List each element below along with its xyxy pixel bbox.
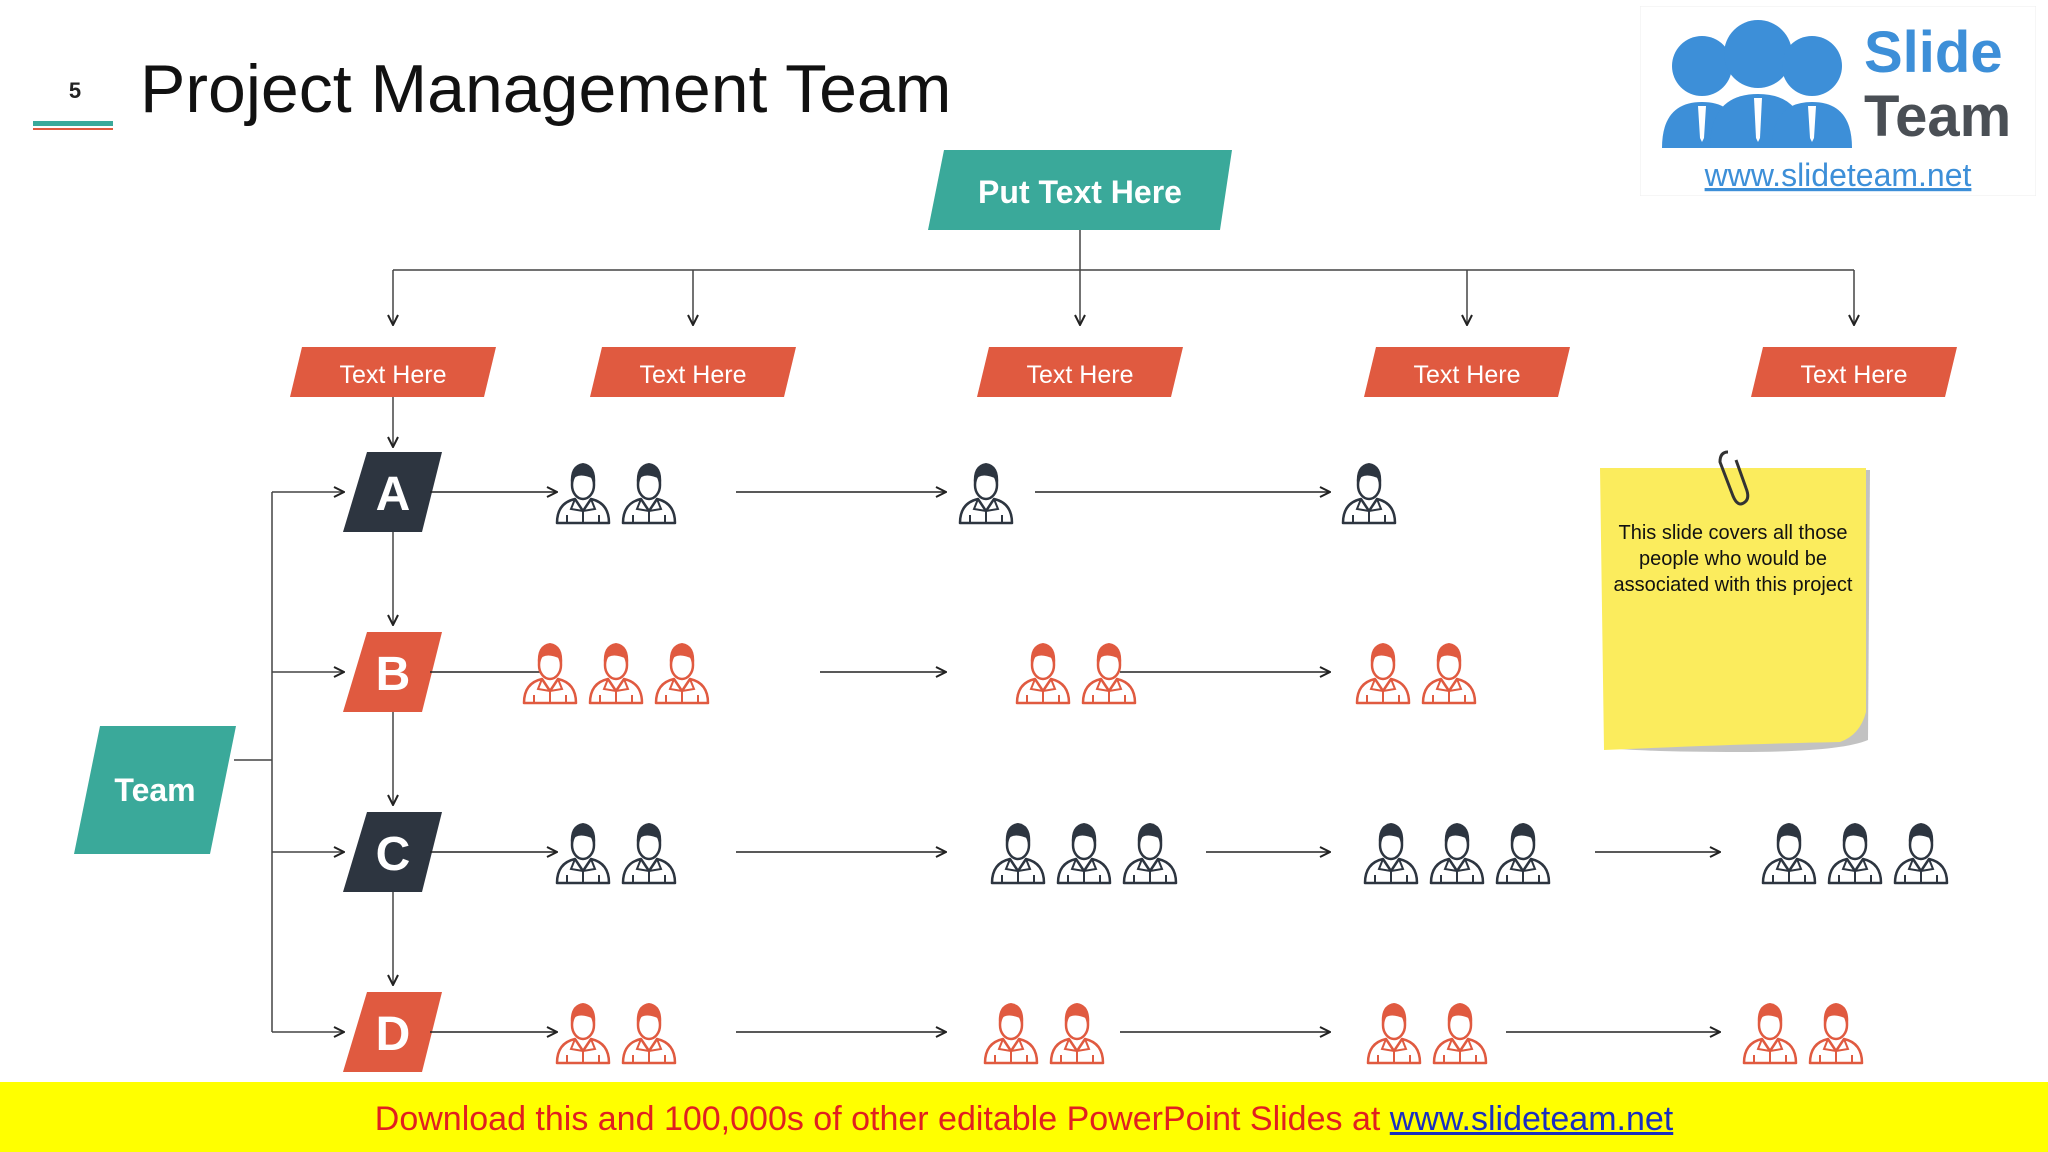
top-connectors	[393, 230, 1854, 325]
sticky-note: This slide covers all those people who w…	[1600, 450, 1870, 752]
person-icon	[1432, 1001, 1488, 1065]
logo-word-slide: Slide	[1864, 20, 2003, 85]
person-icon	[1355, 641, 1411, 705]
column-header-box	[290, 347, 496, 397]
column-header-4: Text Here	[1364, 347, 1570, 397]
person-icon	[983, 1001, 1039, 1065]
team-box: Team	[74, 726, 236, 854]
column-header-label: Text Here	[1027, 361, 1134, 389]
sticky-note-text: This slide covers all those people who w…	[1613, 522, 1853, 596]
person-icon	[1761, 821, 1817, 885]
row-label: D	[376, 1008, 411, 1061]
row-d: D	[343, 992, 1864, 1072]
top-box: Put Text Here	[928, 150, 1232, 230]
row-label: C	[376, 828, 411, 881]
row-label-box	[343, 452, 442, 532]
person-icon	[1742, 1001, 1798, 1065]
row-label-box	[343, 812, 442, 892]
person-icon	[1429, 821, 1485, 885]
download-banner	[0, 1082, 2048, 1152]
column-headers: Text Here Text Here Text Here Text Here Text…	[290, 347, 1957, 397]
slideteam-logo[interactable]: Slide Team www.slideteam.net	[1640, 6, 2036, 196]
row-b: B	[343, 632, 1477, 712]
person-icon	[1122, 821, 1178, 885]
logo-word-team: Team	[1864, 84, 2011, 149]
person-icon	[654, 641, 710, 705]
team-bracket	[234, 397, 393, 1032]
person-icon	[1081, 641, 1137, 705]
person-icon	[1495, 821, 1551, 885]
row-label-box	[343, 992, 442, 1072]
person-icon	[1808, 1001, 1864, 1065]
banner-message: Download this and 100,000s of other edit…	[374, 1100, 1390, 1138]
column-header-5: Text Here	[1751, 347, 1957, 397]
banner-link[interactable]: www.slideteam.net	[1389, 1100, 1674, 1138]
column-header-box	[1751, 347, 1957, 397]
person-icon	[958, 461, 1014, 525]
row-c: C	[343, 812, 1949, 892]
slide-number-underline-accent	[33, 128, 113, 130]
column-header-label: Text Here	[1801, 361, 1908, 389]
team-box-label: Team	[114, 772, 195, 808]
person-icon	[990, 821, 1046, 885]
column-header-label: Text Here	[1414, 361, 1521, 389]
slide-number: 5	[68, 78, 82, 103]
person-icon	[1341, 461, 1397, 525]
row-label-box	[343, 632, 442, 712]
logo-people-icon	[1662, 20, 1852, 148]
person-icon	[1363, 821, 1419, 885]
row-label: A	[376, 468, 411, 521]
column-header-box	[590, 347, 796, 397]
top-box-label: Put Text Here	[978, 174, 1182, 210]
person-icon	[621, 461, 677, 525]
row-label: B	[376, 648, 411, 701]
person-icon	[621, 821, 677, 885]
page-title: Project Management Team	[140, 51, 952, 127]
column-header-2: Text Here	[590, 347, 796, 397]
rows-layer: A B C D	[343, 452, 1949, 1072]
download-banner-text: Download this and 100,000s of other edit…	[0, 1100, 2048, 1139]
row-a: A	[343, 452, 1397, 532]
person-icon	[555, 461, 611, 525]
person-icon	[555, 1001, 611, 1065]
slide-number-underline	[33, 121, 113, 126]
person-icon	[588, 641, 644, 705]
person-icon	[1056, 821, 1112, 885]
column-header-1: Text Here	[290, 347, 496, 397]
person-icon	[1366, 1001, 1422, 1065]
column-header-label: Text Here	[340, 361, 447, 389]
logo-url-link[interactable]: www.slideteam.net	[1704, 157, 1972, 193]
person-icon	[1893, 821, 1949, 885]
column-header-3: Text Here	[977, 347, 1183, 397]
person-icon	[1015, 641, 1071, 705]
column-header-box	[1364, 347, 1570, 397]
person-icon	[555, 821, 611, 885]
column-header-label: Text Here	[640, 361, 747, 389]
person-icon	[522, 641, 578, 705]
paper-clip-icon	[1718, 450, 1750, 506]
person-icon	[1049, 1001, 1105, 1065]
person-icon	[1827, 821, 1883, 885]
person-icon	[1421, 641, 1477, 705]
person-icon	[621, 1001, 677, 1065]
column-header-box	[977, 347, 1183, 397]
